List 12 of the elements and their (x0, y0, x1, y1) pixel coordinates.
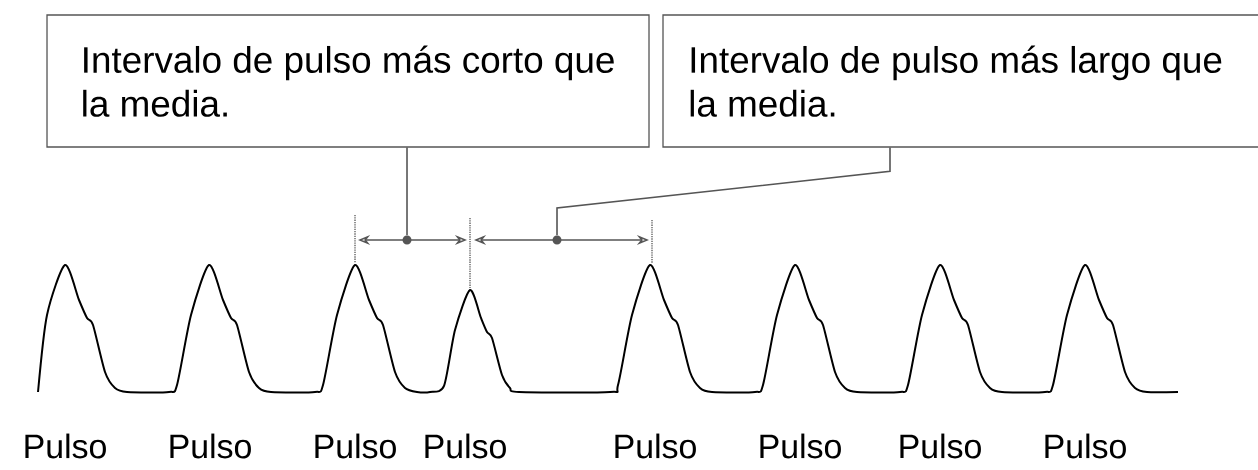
leader-line (556, 146, 891, 237)
callout-box: Intervalo de pulso más corto que la media. (46, 14, 650, 148)
pulse-label: Pulso (615, 433, 696, 459)
pulse-label: Pulso (315, 433, 396, 459)
pulse-label: Pulso (760, 433, 841, 459)
pulse-label: Pulso (25, 433, 106, 459)
callout-box: Intervalo de pulso más largo que la media. (662, 14, 1258, 148)
leader-line (406, 146, 408, 237)
pulse-label: Pulso (425, 433, 506, 459)
pulse-label: Pulso (1045, 433, 1126, 459)
pulse-label: Pulso (900, 433, 981, 459)
pulse-label: Pulso (170, 433, 251, 459)
